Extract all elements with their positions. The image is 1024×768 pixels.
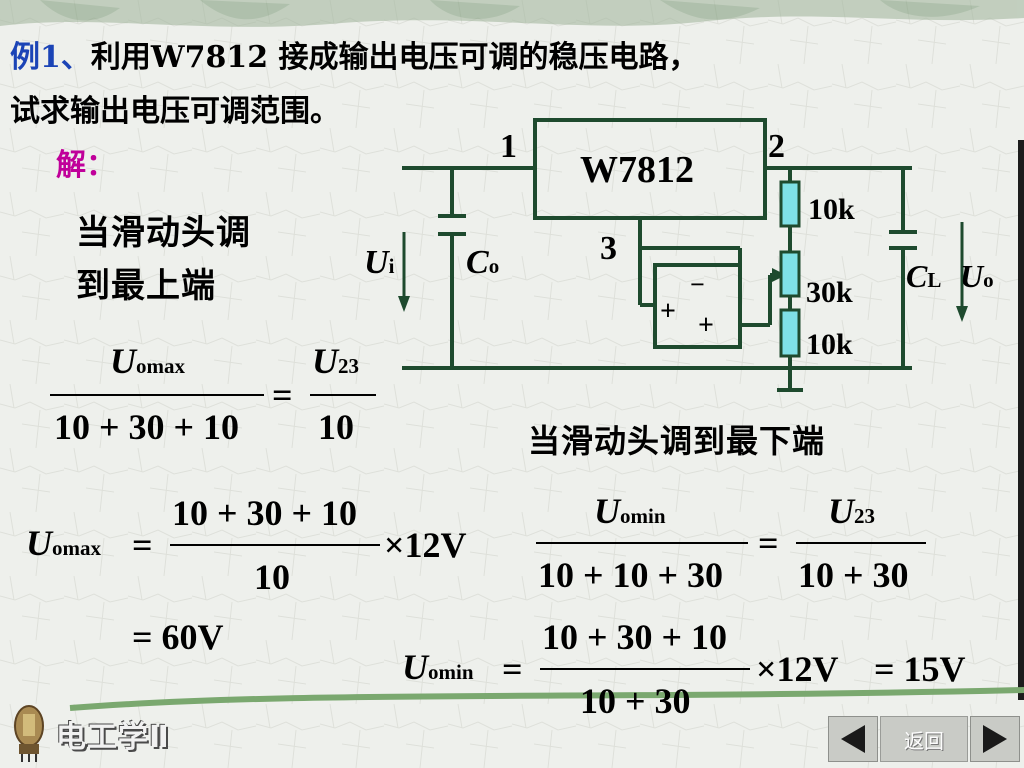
title-text-1: 利用W7812 接成输出电压可调的稳压电路， [90,40,699,75]
solution-label: 解： [56,148,116,183]
eq2-multiplier: ×12V [384,525,467,565]
ui-label: Ui [364,244,394,282]
example-number: 例1、 [10,40,91,75]
uo-label: Uo [960,258,994,295]
eq3-denominator: 10 + 10 + 30 [538,555,724,595]
eq3-rhs-num-main: U [828,491,854,531]
pin-1-label: 1 [500,128,517,165]
resistor-mid-value: 30k [806,276,853,309]
eq1-rhs-num-main: U [312,341,338,381]
eq3-equals: = [758,523,779,563]
eq1-rhs-frac-line [310,394,376,396]
prev-button[interactable] [828,716,878,762]
back-button[interactable]: 返回 [880,716,968,762]
eq1-equals: = [272,375,293,415]
ui-sub: i [388,254,395,278]
eq1-rhs-num-sub: 23 [338,354,359,378]
eq3-rhs-denominator: 10 + 30 [798,555,909,595]
co-label: Co [466,244,499,282]
triangle-right-icon [983,725,1007,753]
eq4-lhs: Uomin [402,646,474,688]
eq4-denominator: 10 + 30 [580,681,691,721]
resistor-bot-value: 10k [806,328,853,361]
eq4-lhs-sub: omin [428,660,474,684]
eq4-multiplier: ×12V [756,649,839,689]
eq1-rhs-numerator: U23 [312,340,359,382]
eq2-lhs-sub: omax [52,536,101,560]
title-line-2: 试求输出电压可调范围。 [10,94,340,129]
eq4-lhs-main: U [402,647,428,687]
opamp-plus-out: + [698,310,714,341]
resistor-top [779,180,801,228]
eq4-equals: = [502,649,523,689]
eq4-frac-line [540,668,750,670]
eq4-numerator: 10 + 30 + 10 [542,617,728,657]
circuit-diagram [398,118,968,392]
eq2-result: = 60V [132,617,224,657]
eq2-numerator: 10 + 30 + 10 [172,493,358,533]
eq1-frac-line [50,394,264,396]
eq3-frac-line [536,542,748,544]
opamp-plus-in: + [660,296,676,327]
resistor-bot [779,308,801,358]
cl-label: CL [906,258,941,295]
eq2-lhs-main: U [26,523,52,563]
eq3-rhs-num-sub: 23 [854,504,875,528]
co-sub: o [488,254,500,278]
upper-case-line-1: 当滑动头调 [76,213,251,253]
eq2-denominator: 10 [254,557,290,597]
eq3-rhs-numerator: U23 [828,490,875,532]
eq2-lhs: Uomax [26,522,101,564]
resistor-top-value: 10k [808,193,855,226]
eq3-rhs-frac-line [796,542,926,544]
resistor-mid [779,250,801,298]
pin-2-label: 2 [768,128,785,165]
eq2-frac-line [170,544,380,546]
eq3-num-main: U [594,491,620,531]
next-button[interactable] [970,716,1020,762]
eq1-rhs-denominator: 10 [318,407,354,447]
back-button-label: 返回 [904,728,944,753]
eq3-num-sub: omin [620,504,666,528]
lower-case-text: 当滑动头调到最下端 [528,422,826,460]
cl-sub: L [927,268,942,292]
vacuum-tube-icon [14,705,44,762]
eq1-numerator: Uomax [110,340,185,382]
pin-3-label: 3 [600,230,617,267]
opamp-minus: − [690,270,705,299]
title-line-1: 例1、利用W7812 接成输出电压可调的稳压电路， [10,40,699,76]
eq1-num-main: U [110,341,136,381]
co-main: C [466,244,489,281]
uo-main: U [960,258,984,294]
cl-main: C [906,258,928,294]
triangle-left-icon [841,725,865,753]
uo-sub: o [983,268,994,292]
eq4-result: = 15V [874,649,966,689]
eq3-numerator: Uomin [594,490,666,532]
eq1-num-sub: omax [136,354,185,378]
ui-main: U [364,244,389,281]
chip-label: W7812 [580,149,694,191]
course-logo-text: 电工学Ⅱ [56,720,170,755]
eq2-equals: = [132,525,153,565]
upper-case-line-2: 到最上端 [76,266,216,306]
eq1-denominator: 10 + 30 + 10 [54,407,240,447]
